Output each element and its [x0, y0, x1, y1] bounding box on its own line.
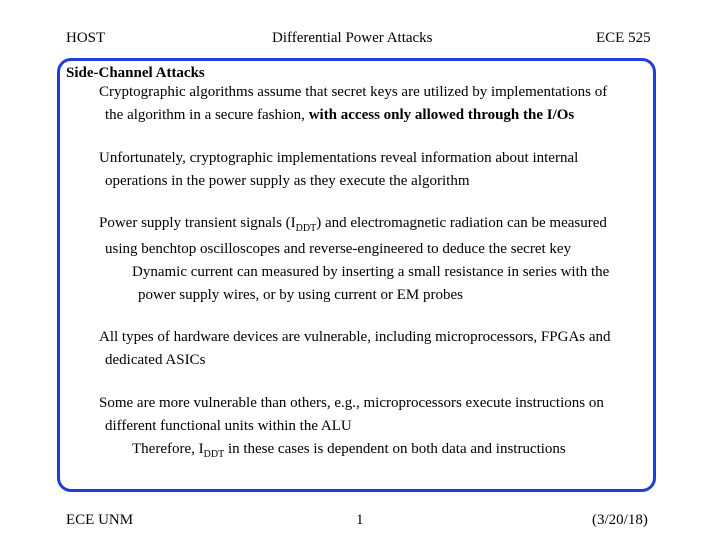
footer-date: (3/20/18) — [592, 512, 648, 528]
header-title: Differential Power Attacks — [272, 30, 433, 46]
p3-line1-post: ) and electromagnetic radiation can be m… — [316, 215, 607, 231]
p1-line1: Cryptographic algorithms assume that sec… — [99, 84, 608, 100]
p3-line1-subscript: DDT — [295, 223, 317, 234]
p5-sub-pre: Therefore, I — [132, 441, 204, 457]
section-title: Side-Channel Attacks — [66, 65, 205, 81]
p5-sub-post: in these cases is dependent on both data… — [224, 441, 566, 457]
p1-line2: the algorithm in a secure fashion, with … — [105, 106, 574, 124]
page-number: 1 — [356, 512, 364, 528]
p3-line1-pre: Power supply transient signals (I — [99, 215, 296, 231]
p4-line1: All types of hardware devices are vulner… — [99, 329, 611, 345]
p2-line1: Unfortunately, cryptographic implementat… — [99, 150, 579, 166]
p5-sub-subscript: DDT — [203, 449, 225, 460]
p1-line2-bold: with access only allowed through the I/O… — [308, 107, 575, 123]
p5-line2: different functional units within the AL… — [105, 418, 352, 434]
header-course: ECE 525 — [596, 30, 651, 46]
p2-line2: operations in the power supply as they e… — [105, 173, 470, 189]
content-frame — [57, 58, 656, 492]
p1-line2-text: the algorithm in a secure fashion, — [105, 107, 309, 123]
p3-line2: using benchtop oscilloscopes and reverse… — [105, 241, 572, 257]
p4-line2: dedicated ASICs — [105, 352, 206, 368]
p3-sub-line2: power supply wires, or by using current … — [138, 287, 463, 303]
p3-line1: Power supply transient signals (IDDT) an… — [99, 214, 607, 234]
p5-line1: Some are more vulnerable than others, e.… — [99, 395, 604, 411]
p5-sub-line: Therefore, IDDT in these cases is depend… — [132, 440, 566, 460]
header-left: HOST — [66, 30, 106, 46]
footer-left: ECE UNM — [66, 512, 134, 528]
p3-sub-line1: Dynamic current can measured by insertin… — [132, 264, 610, 280]
